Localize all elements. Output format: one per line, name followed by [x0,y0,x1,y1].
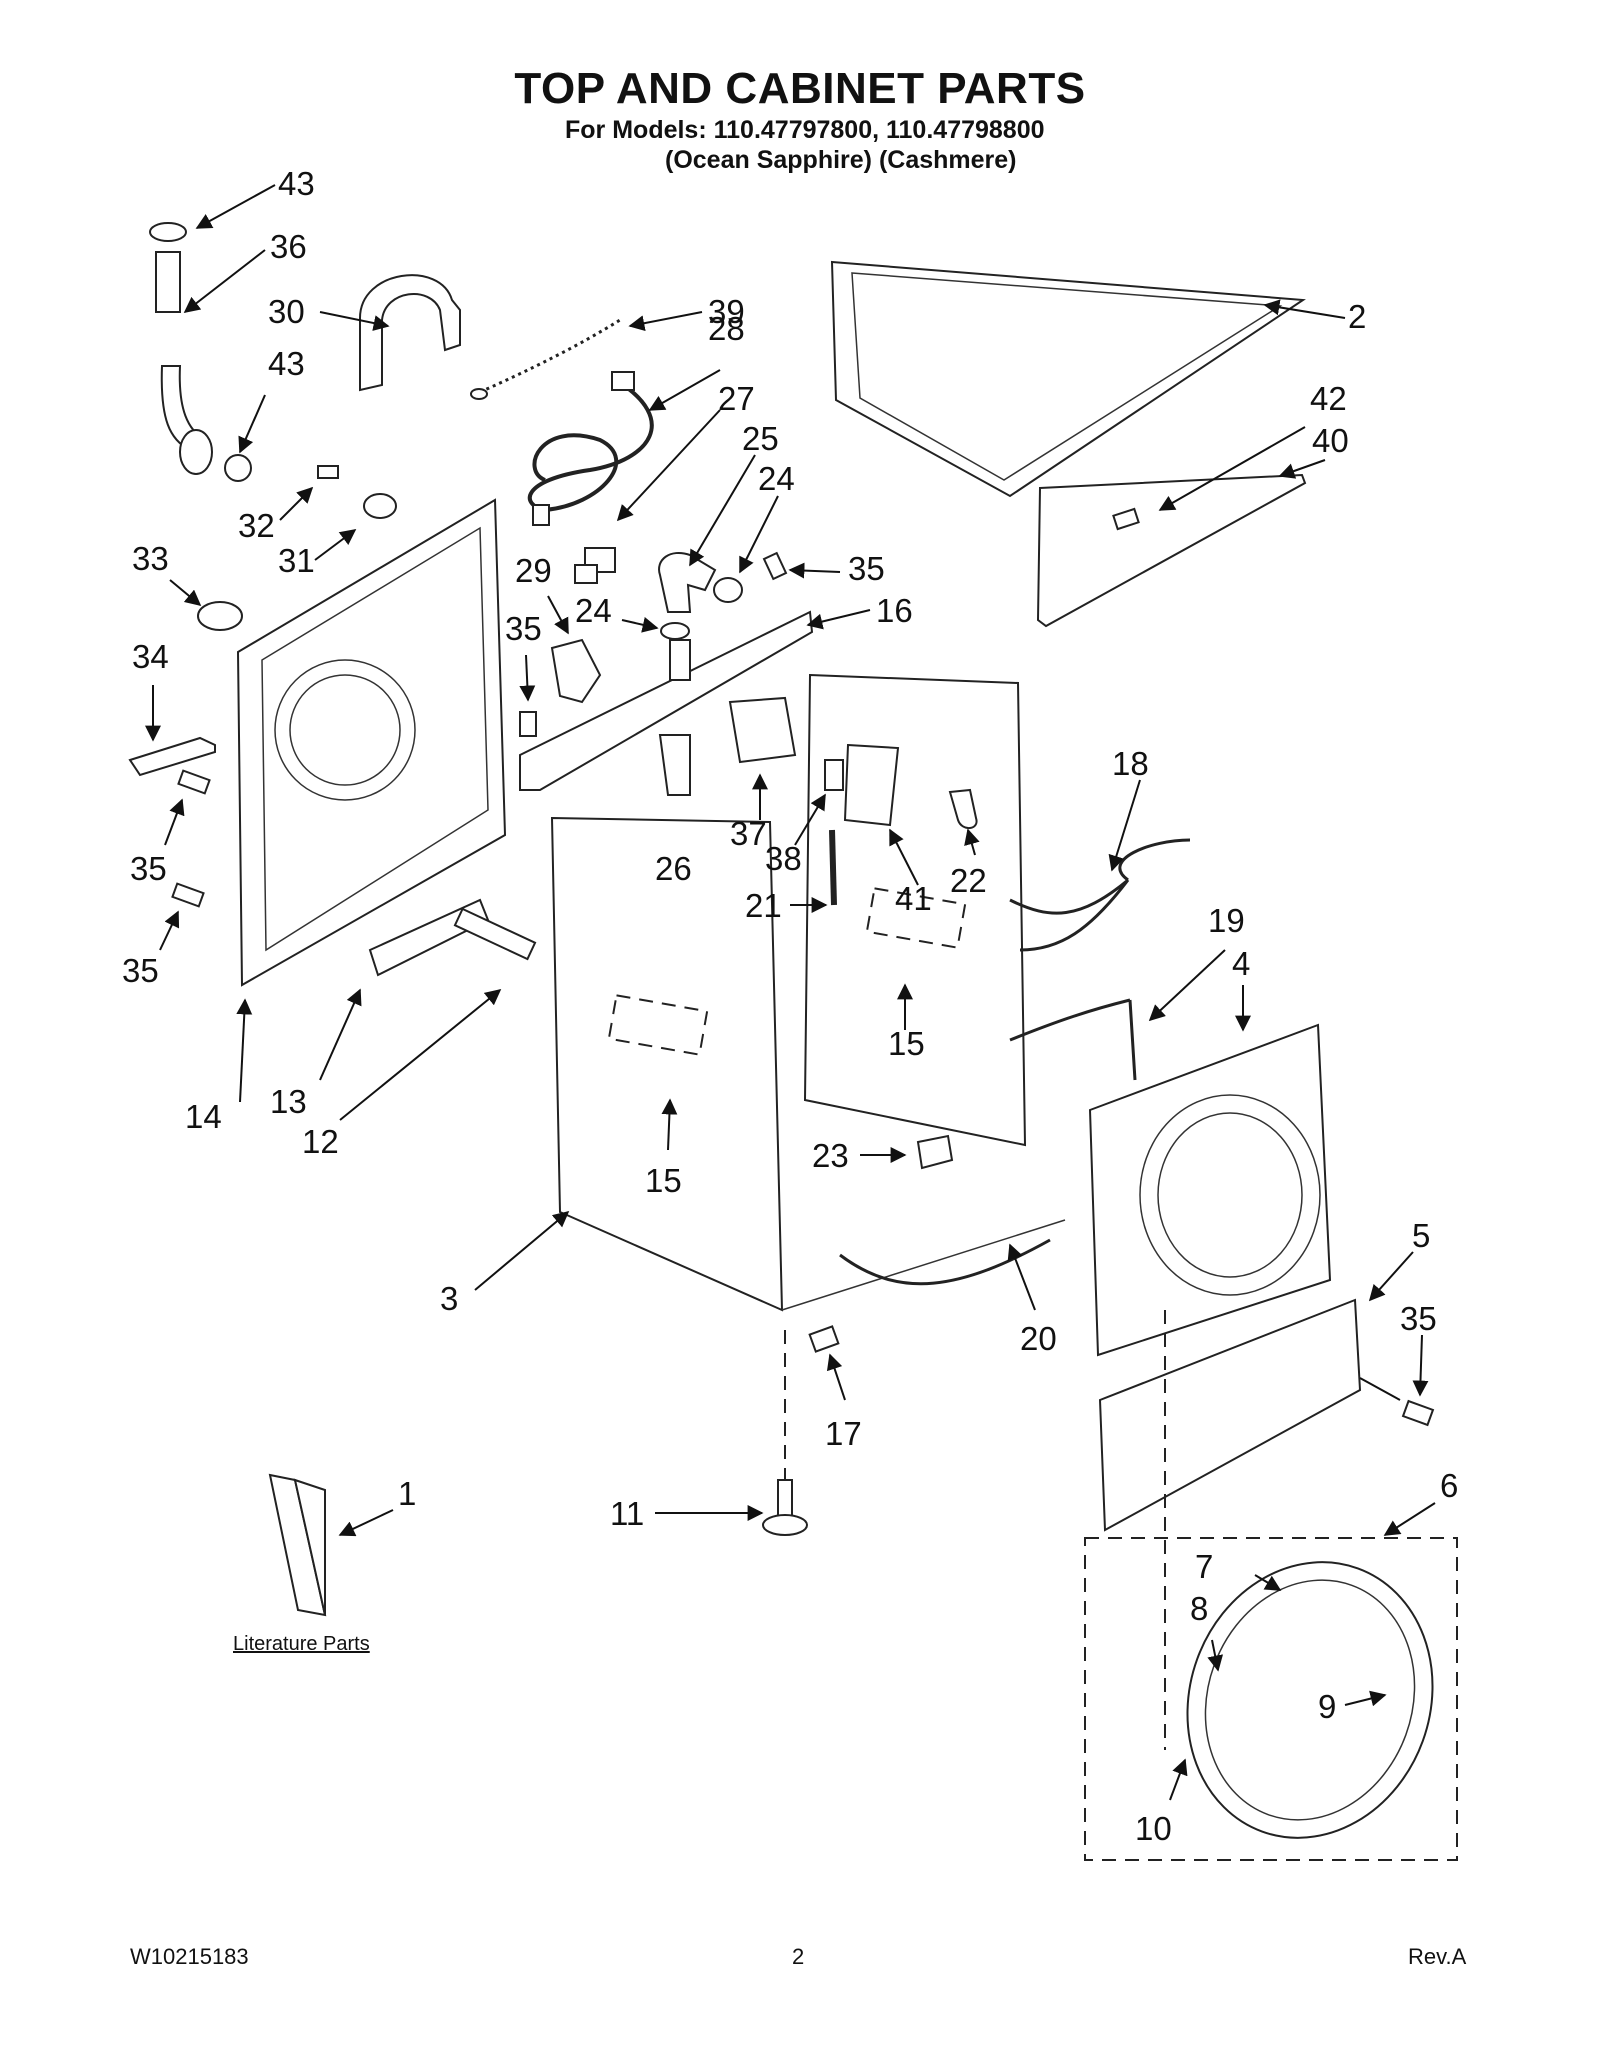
callout-9: 9 [1318,1688,1336,1725]
screw-17 [808,1325,846,1401]
base-harness [781,1219,1066,1311]
callout-labels: 43 36 30 39 43 28 27 25 24 35 32 31 29 2… [122,165,1458,1847]
callout-41: 41 [895,880,932,917]
literature-label: Literature Parts [233,1633,370,1655]
callout-22: 22 [950,862,987,899]
callout-19: 19 [1208,902,1245,939]
callout-11: 11 [610,1495,644,1532]
hose-clamp-upper [713,495,779,603]
callout-3: 3 [440,1280,458,1317]
callout-33: 33 [132,540,169,577]
hose-clamp-lower [621,616,690,640]
callout-43-mid: 43 [268,345,305,382]
callout-16: 16 [876,592,913,629]
screw-32 [279,465,339,521]
callout-18: 18 [1112,745,1149,782]
callout-12: 12 [302,1123,339,1160]
callout-40: 40 [1312,422,1349,459]
callout-2: 2 [1348,298,1366,335]
leveling-leg [655,1330,808,1536]
screw-35-front [1359,1334,1435,1427]
callout-4: 4 [1232,945,1250,982]
literature-book [268,1473,394,1617]
callout-8: 8 [1190,1590,1208,1627]
wire-tie [470,311,703,400]
callout-38: 38 [765,840,802,877]
revision-label: Rev.A [1408,1944,1467,1969]
control-board-41 [843,743,919,886]
front-panel [1088,985,1332,1357]
callout-35-left-b: 35 [122,952,159,989]
top-panel [830,260,1346,498]
rear-panel [236,498,507,1103]
hose-clip-34 [128,685,216,777]
callout-35-front: 35 [1400,1300,1437,1337]
callout-28: 28 [708,310,745,347]
callout-1: 1 [398,1475,416,1512]
callout-30: 30 [268,293,305,330]
callout-42: 42 [1310,380,1347,417]
callout-26: 26 [655,850,692,887]
callout-35-left-a: 35 [130,850,167,887]
clip-22 [948,788,980,856]
callout-6: 6 [1440,1467,1458,1504]
callout-7: 7 [1195,1548,1213,1585]
wire-harness-18 [1009,779,1191,952]
door-bezel-assembly [1084,1310,1458,1861]
models-line: For Models: 110.47797800, 110.47798800 [565,116,1045,144]
side-panel-left [474,816,784,1312]
callout-29: 29 [515,552,552,589]
callout-31: 31 [278,542,315,579]
rear-bracket-12 [339,907,537,1121]
callout-21: 21 [745,887,782,924]
screw-left [519,654,537,737]
screw-top [762,551,841,581]
bracket [547,595,602,704]
callout-13: 13 [270,1083,307,1120]
page-title: TOP AND CABINET PARTS [514,64,1086,113]
callout-35-top: 35 [848,550,885,587]
strain-relief [574,409,721,584]
callout-15-right: 15 [888,1025,925,1062]
bracket-23 [860,1134,954,1170]
callout-37: 37 [730,815,767,852]
elbow [658,454,756,613]
callout-32: 32 [238,507,275,544]
callout-39: 39 [708,293,745,330]
clamp-31 [314,493,397,561]
grommet-33 [169,579,243,631]
doc-number: W10215183 [130,1944,249,1969]
callout-23: 23 [812,1137,849,1174]
power-cord [528,369,721,526]
wire-harness-19 [1009,949,1226,1081]
callout-34: 34 [132,638,169,675]
callout-10: 10 [1135,1810,1172,1847]
top-brace [519,609,871,791]
drain-pump [728,696,797,820]
callout-27: 27 [718,380,755,417]
connector-38 [794,759,844,846]
callout-15-left: 15 [645,1162,682,1199]
callout-35-mid: 35 [505,610,542,647]
callout-24-top: 24 [758,460,795,497]
callout-43-top: 43 [278,165,315,202]
top-trim-strip [1036,459,1326,628]
callout-14: 14 [185,1098,222,1135]
callout-5: 5 [1412,1217,1430,1254]
callout-25: 25 [742,420,779,457]
fill-hose-assembly [149,184,276,482]
callout-17: 17 [825,1415,862,1452]
screw-35-b [159,882,205,951]
trim-clip [1112,426,1306,531]
screw-35-a [164,769,211,846]
colors-line: (Ocean Sapphire) (Cashmere) [665,146,1017,174]
hose-hanger [319,274,461,392]
page-number: 2 [792,1944,805,1969]
callout-24-mid: 24 [575,592,612,629]
callout-36: 36 [270,228,307,265]
callout-20: 20 [1020,1320,1057,1357]
wire-21 [790,829,837,913]
